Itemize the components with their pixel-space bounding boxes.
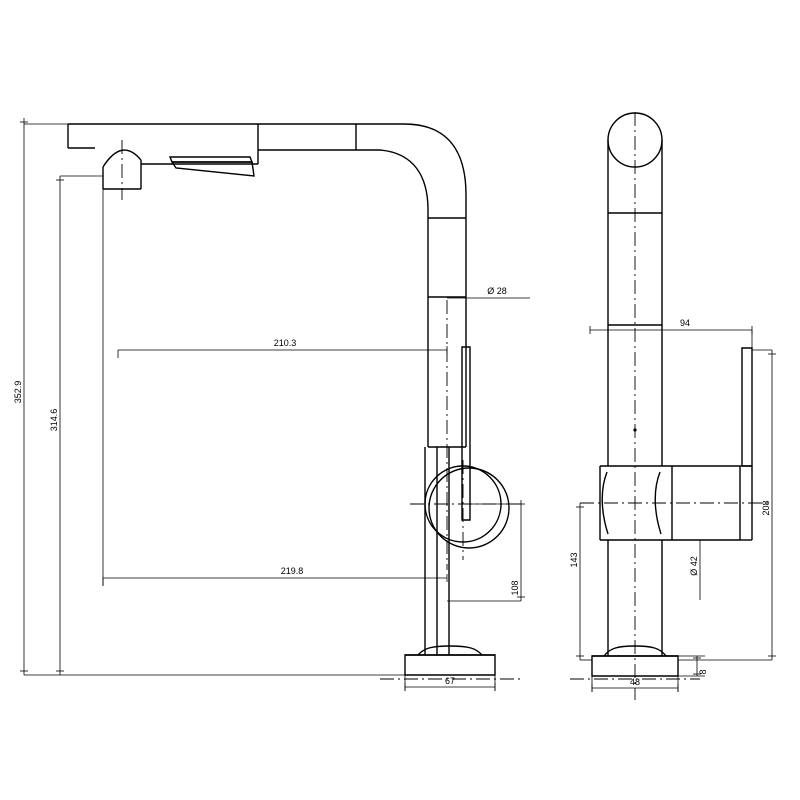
front-lever-arm [461,346,471,521]
side-axis-point [633,428,637,432]
front-dimension-lines [20,118,530,691]
front-base-flange [404,654,496,676]
side-dimension-labels: 94 208 143 Ø 42 48 8 [569,318,771,687]
front-spout-inner-curve [379,149,429,300]
front-spray-wedge-upper [168,156,254,163]
label-base-thickness: 8 [698,669,708,674]
front-base-fillet [417,645,483,656]
front-elevation-view [67,123,510,676]
label-lever-height: 208 [761,500,771,515]
front-dimension-labels: 352.9 314.6 210.3 219.8 Ø 28 108 67 [13,286,520,686]
front-spray-wedge-lower [170,161,255,177]
label-base-width: 67 [445,676,455,686]
label-reach-lower: 219.8 [281,566,304,576]
side-dimension-lines [576,318,776,692]
side-grip-right [654,471,662,535]
side-elevation-view [591,112,753,677]
label-body-diameter: Ø 42 [689,556,699,576]
label-spout-height: 314.6 [49,409,59,432]
label-handle-height: 108 [510,580,520,595]
side-centerlines [570,112,770,700]
front-spout-outer-curve [403,123,467,300]
front-handle-circle-outer [428,467,510,549]
label-side-base-width: 48 [630,677,640,687]
label-body-depth: 94 [680,318,690,328]
label-lever-center-height: 143 [569,552,579,567]
label-overall-height: 352.9 [13,381,23,404]
side-grip-left [601,471,609,535]
label-reach-upper: 210.3 [274,338,297,348]
side-lever-arm [741,347,753,467]
label-spout-diameter: Ø 28 [487,286,507,296]
front-centerlines [121,140,520,680]
